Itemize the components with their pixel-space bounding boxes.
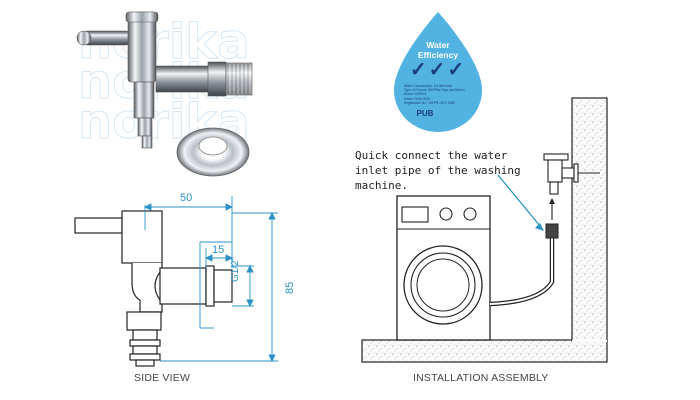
installation-caption: INSTALLATION ASSEMBLY bbox=[413, 372, 549, 384]
badge-title-line2: Efficiency bbox=[417, 50, 459, 60]
fine-print-line-4: Model: NVW-0002 bbox=[404, 96, 430, 101]
dimension-lines bbox=[143, 196, 278, 363]
installation-note: Quick connect the water inlet pipe of th… bbox=[355, 149, 521, 192]
cover-ring-photo bbox=[176, 127, 250, 177]
fine-print-line-5: Registration No.: WEPR 2017/ 0000 bbox=[404, 100, 456, 105]
side-view-drawing bbox=[74, 210, 233, 367]
dimension-width-label: 50 bbox=[180, 192, 193, 204]
badge-fine-print: Water Consumption: 0.0 litres/min Type o… bbox=[404, 84, 474, 105]
fine-print-line-2: Type of Product: Bib/Pillar Taps and Mix… bbox=[404, 88, 465, 93]
badge-title: Water Efficiency bbox=[408, 40, 468, 60]
tap-photo bbox=[76, 11, 253, 149]
side-view-caption: SIDE VIEW bbox=[134, 372, 191, 384]
water-efficiency-badge bbox=[394, 12, 482, 132]
badge-title-line1: Water bbox=[426, 40, 450, 50]
fine-print-line-3: Brand: NORIKA bbox=[404, 92, 427, 97]
fine-print-line-1: Water Consumption: 0.0 litres/min bbox=[404, 84, 452, 88]
pub-logo: PUB bbox=[416, 109, 434, 118]
installation-drawing bbox=[361, 97, 608, 363]
dimension-height-label: 85 bbox=[284, 281, 296, 294]
dimension-thread-label: G1/2" bbox=[230, 256, 241, 282]
badge-checks: ✓✓✓ bbox=[409, 59, 467, 81]
dimension-offset-label: 15 bbox=[212, 244, 225, 256]
